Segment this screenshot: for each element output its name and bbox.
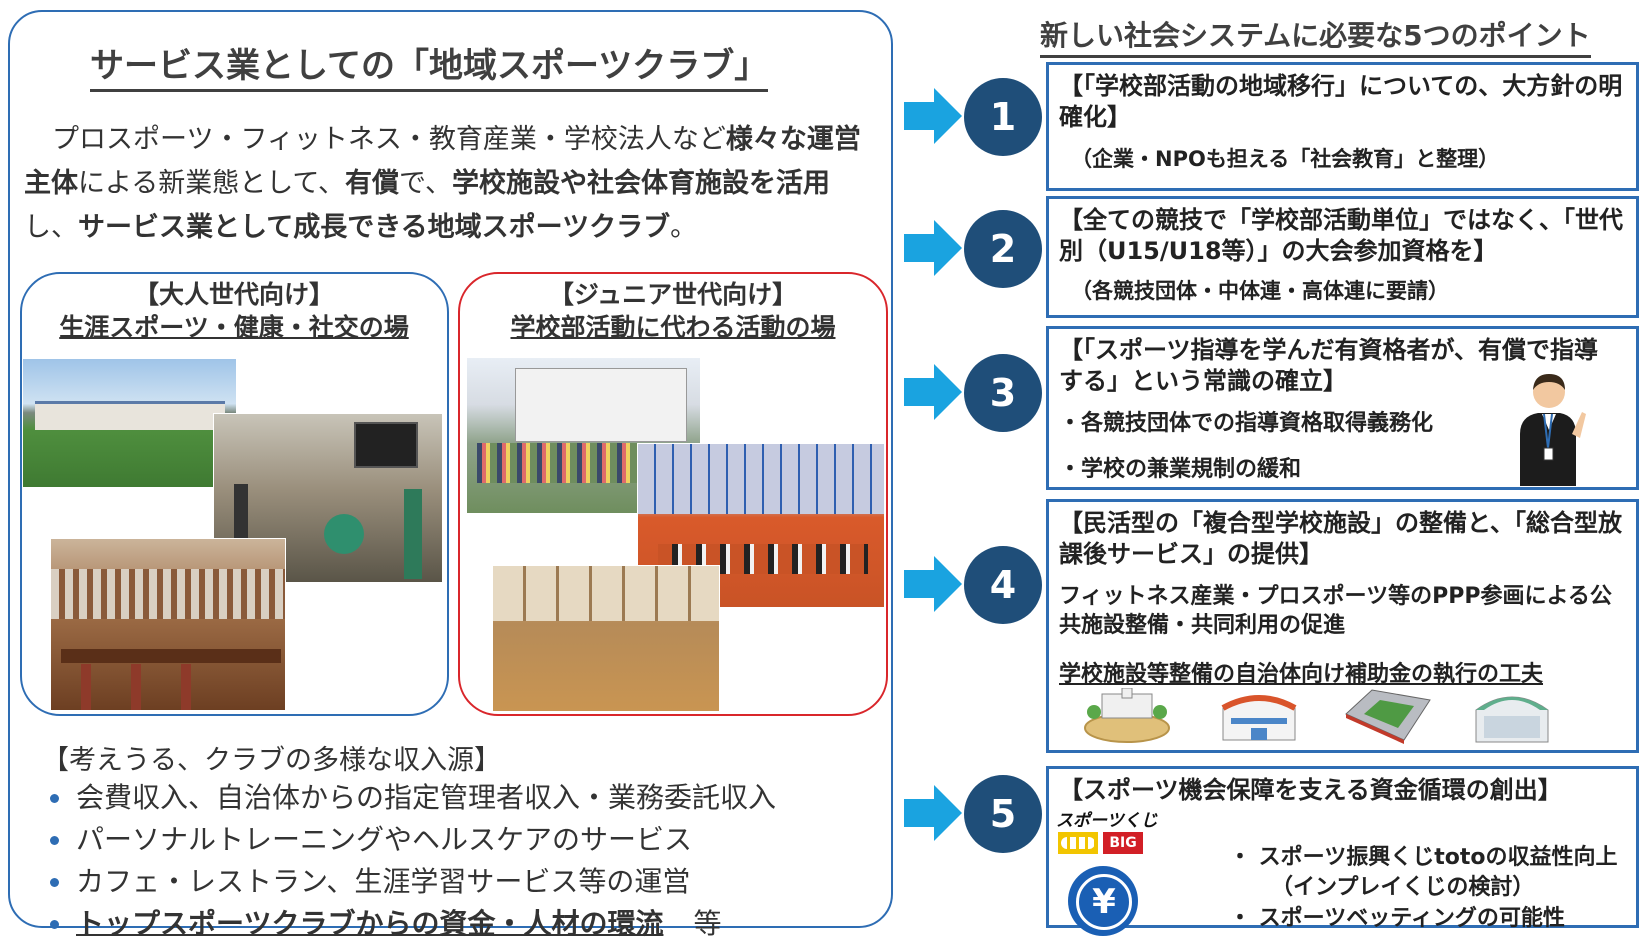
photo-cafe-bar	[50, 538, 286, 711]
photo-fitness-gym	[213, 413, 443, 583]
bullet-dot	[50, 794, 59, 803]
point-number-3: 3	[964, 354, 1042, 432]
junior-heading: 【ジュニア世代向け】 学校部活動に代わる活動の場	[462, 278, 884, 344]
point-5-bullet-2: ・ スポーツベッティングの可能性	[1229, 906, 1565, 931]
bullet-dot	[50, 920, 59, 929]
revenue-item-text: パーソナルトレーニングやヘルスケアのサービス	[76, 823, 693, 856]
adult-heading-line2: 生涯スポーツ・健康・社交の場	[59, 313, 409, 342]
intro-text-9: 。	[670, 212, 698, 243]
arrow-right-icon	[904, 88, 962, 144]
point-4-line-1: フィットネス産業・プロスポーツ等のPPP参画による公共施設整備・共同利用の促進	[1059, 584, 1612, 638]
left-title: サービス業としての「地域スポーツクラブ」	[90, 38, 769, 92]
arena-dome-icon	[1475, 696, 1549, 743]
point-5-bullet-1: ・ スポーツ振興くじtotoの収益性向上	[1229, 845, 1618, 870]
point-box-2: 【全ての競技で「学校部活動単位」ではなく、「世代別（U15/U18等）」の大会参…	[1046, 196, 1639, 318]
sports-kuji-logo: スポーツくじ	[1056, 811, 1158, 831]
point-number-1: 1	[964, 78, 1042, 156]
yen-coin-icon: ¥	[1068, 866, 1138, 936]
arrow-right-icon	[904, 785, 962, 841]
yen-symbol: ¥	[1076, 874, 1132, 930]
junior-box	[458, 272, 888, 716]
point-box-5: 【スポーツ機会保障を支える資金循環の創出】 ・ スポーツ振興くじtotoの収益性…	[1046, 766, 1639, 931]
bullet-dot	[50, 878, 59, 887]
school-field-icon	[1084, 688, 1170, 743]
arrow-right-icon	[904, 556, 962, 612]
point-5-heading: 【スポーツ機会保障を支える資金循環の創出】	[1059, 776, 1562, 804]
photo-outdoor-kids	[466, 357, 701, 514]
intro-text-8: サービス業として成長できる地域スポーツクラブ	[78, 212, 671, 243]
revenue-suffix: 等	[693, 907, 722, 940]
point-4-line-2: 学校施設等整備の自治体向け補助金の執行の工夫	[1059, 662, 1544, 687]
intro-text-3: による新業態として、	[78, 168, 346, 199]
point-3-bullet-1: ・各競技団体での指導資格取得義務化	[1059, 411, 1434, 436]
list-item: 会費収入、自治体からの指定管理者収入・業務委託収入	[42, 777, 776, 819]
teacher-illustration-icon	[1520, 374, 1586, 486]
intro-text-7: し、	[24, 212, 78, 243]
arrow-right-icon	[904, 220, 962, 276]
point-1-sub: （企業・NPOも担える「社会教育」と整理）	[1071, 147, 1500, 171]
point-2-heading: 【全ての競技で「学校部活動単位」ではなく、「世代別（U15/U18等）」の大会参…	[1059, 206, 1623, 265]
revenue-item-text: 会費収入、自治体からの指定管理者収入・業務委託収入	[76, 781, 777, 814]
toto-logo-icon	[1058, 832, 1098, 854]
point-3-bullet-2: ・学校の兼業規制の緩和	[1059, 457, 1302, 482]
point-box-3: 【「スポーツ指導を学んだ有資格者が、有償で指導する」という常識の確立】 ・各競技…	[1046, 326, 1639, 490]
junior-heading-line1: 【ジュニア世代向け】	[548, 280, 798, 309]
revenue-item-text: カフェ・レストラン、生涯学習サービス等の運営	[76, 865, 691, 898]
list-item: トップスポーツクラブからの資金・人材の環流等	[42, 903, 776, 945]
revenue-item-text: トップスポーツクラブからの資金・人材の環流	[76, 907, 664, 940]
point-1-heading: 【「学校部活動の地域移行」についての、大方針の明確化】	[1059, 72, 1623, 131]
intro-text-1: プロスポーツ・フィットネス・教育産業・学校法人など	[52, 124, 726, 155]
point-number-2: 2	[964, 210, 1042, 288]
point-box-1: 【「学校部活動の地域移行」についての、大方針の明確化】 （企業・NPOも担える「…	[1046, 62, 1639, 191]
revenue-heading: 【考えうる、クラブの多様な収入源】	[42, 745, 501, 776]
point-4-heading: 【民活型の「複合型学校施設」の整備と、「総合型放課後サービス」の提供】	[1059, 509, 1623, 568]
point-number-4: 4	[964, 546, 1042, 624]
intro-text-2: 様々な運営主体	[24, 124, 861, 199]
gymnasium-building-icon	[1221, 695, 1297, 741]
big-logo-icon: BIG	[1103, 832, 1143, 854]
list-item: パーソナルトレーニングやヘルスケアのサービス	[42, 819, 776, 861]
arrow-right-icon	[904, 364, 962, 420]
adult-heading: 【大人世代向け】 生涯スポーツ・健康・社交の場	[24, 278, 444, 344]
point-3-heading: 【「スポーツ指導を学んだ有資格者が、有償で指導する」という常識の確立】	[1059, 336, 1599, 395]
intro-paragraph: プロスポーツ・フィットネス・教育産業・学校法人など様々な運営主体による新業態とし…	[24, 118, 874, 250]
point-2-sub: （各競技団体・中体連・高体連に要請）	[1071, 279, 1449, 303]
adult-heading-line1: 【大人世代向け】	[133, 280, 334, 309]
junior-heading-line2: 学校部活動に代わる活動の場	[510, 313, 836, 342]
photo-gymnasium-floor	[492, 565, 720, 712]
intro-text-4: 有償	[345, 168, 400, 199]
bullet-dot	[50, 836, 59, 845]
intro-text-6: 学校施設や社会体育施設を活用	[451, 168, 830, 199]
left-panel	[8, 10, 893, 928]
point-box-4: 【民活型の「複合型学校施設」の整備と、「総合型放課後サービス」の提供】 フィット…	[1046, 499, 1639, 753]
point-number-5: 5	[964, 775, 1042, 853]
adult-box	[20, 272, 449, 716]
photo-sports-field	[22, 358, 237, 488]
revenue-list: 会費収入、自治体からの指定管理者収入・業務委託収入 パーソナルトレーニングやヘル…	[42, 777, 776, 945]
right-title: 新しい社会システムに必要な5つのポイント	[1040, 14, 1591, 58]
stadium-icon	[1345, 689, 1431, 744]
point-5-bullet-1b: （インプレイくじの検討）	[1271, 875, 1535, 900]
list-item: カフェ・レストラン、生涯学習サービス等の運営	[42, 861, 776, 903]
intro-text-5: で、	[399, 168, 452, 199]
